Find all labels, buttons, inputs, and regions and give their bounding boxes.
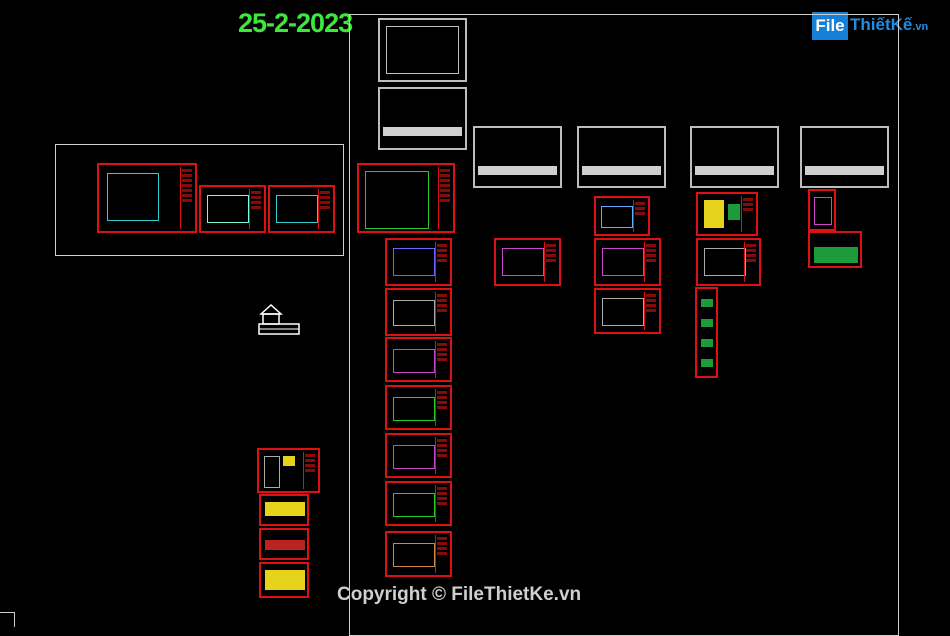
cover-sheet-3[interactable] [690, 126, 779, 188]
drawing-sheet-a1[interactable] [357, 163, 455, 233]
cover-sheet-2[interactable] [577, 126, 666, 188]
drawing-sheet-detail-3[interactable] [259, 528, 309, 560]
drawing-sheet-detail-1[interactable] [257, 448, 320, 493]
drawing-sheet-a3[interactable] [385, 288, 452, 336]
drawing-sheet-c3[interactable] [594, 288, 661, 334]
drawing-sheet-a8[interactable] [385, 531, 452, 577]
drawing-sheet-c1[interactable] [594, 196, 650, 236]
drawing-sheet-a7[interactable] [385, 481, 452, 526]
cover-sheet-index[interactable] [378, 87, 467, 150]
logo-brand-text: ThiếtKế.vn [850, 15, 929, 34]
drawing-sheet-a5[interactable] [385, 385, 452, 430]
drawing-sheet-d2[interactable] [696, 238, 761, 286]
drawing-sheet-a6[interactable] [385, 433, 452, 478]
drawing-sheet-a2[interactable] [385, 238, 452, 286]
date-label: 25-2-2023 [238, 8, 353, 38]
layout-frame-left[interactable] [55, 144, 344, 256]
cover-sheet-1[interactable] [473, 126, 562, 188]
cover-sheet-4[interactable] [800, 126, 889, 188]
cover-sheet-title[interactable] [378, 18, 467, 82]
ucs-icon [0, 612, 15, 627]
drawing-sheet-roof-plan[interactable] [268, 185, 335, 233]
brand-logo: File ThiếtKế.vn [812, 12, 928, 42]
watermark-text: Copyright © FileThietKe.vn [337, 584, 582, 605]
drawing-sheet-e2[interactable] [808, 231, 862, 268]
drawing-sheet-floor-plan[interactable] [199, 185, 266, 233]
drawing-sheet-e1[interactable] [808, 189, 836, 231]
drawing-sheet-site-plan[interactable] [97, 163, 197, 233]
drawing-sheet-detail-2[interactable] [259, 494, 309, 526]
drawing-sheet-b1[interactable] [494, 238, 561, 286]
drawing-sheet-detail-4[interactable] [259, 562, 309, 598]
drawing-sheet-c2[interactable] [594, 238, 661, 286]
house-icon[interactable] [257, 302, 301, 336]
drawing-sheet-a4[interactable] [385, 337, 452, 382]
drawing-sheet-d3[interactable] [695, 287, 718, 378]
logo-box-text: File [812, 12, 848, 40]
drawing-sheet-d1[interactable] [696, 192, 758, 236]
